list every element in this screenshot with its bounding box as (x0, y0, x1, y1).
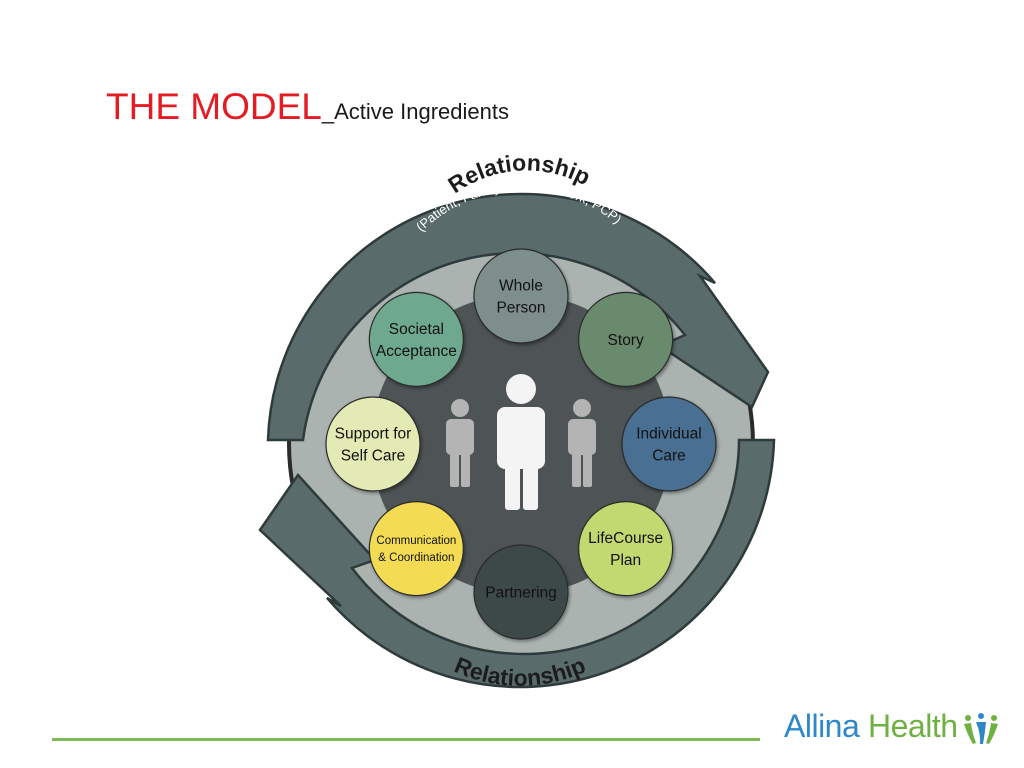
circle-whole-person-label: Whole (499, 277, 543, 294)
circle-societal-acceptance-label: Acceptance (376, 343, 457, 360)
circle-support-self-care-label: Self Care (341, 447, 406, 464)
logo-word-allina: Allina (784, 708, 860, 744)
person-right-icon (568, 399, 596, 487)
circle-communication-coordination-label: & Coordination (378, 552, 454, 564)
person-center-icon (497, 374, 545, 510)
title-main: THE MODEL (106, 86, 322, 127)
footer-divider (52, 738, 760, 741)
circle-lifecourse-plan-shape (578, 501, 674, 597)
bottom-arrow (258, 438, 776, 689)
title-sub: _Active Ingredients (321, 99, 509, 124)
circle-societal-acceptance-shape (368, 291, 464, 387)
logo-word-health: Health (868, 708, 958, 744)
circle-partnering-shape (473, 544, 569, 640)
circle-communication-coordination: Communication & Coordination (368, 501, 464, 597)
people-icon (446, 374, 596, 510)
circle-partnering: Partnering (473, 544, 569, 640)
circle-lifecourse-plan-label: Plan (610, 552, 641, 569)
people-icon (964, 713, 998, 744)
circle-individual-care-shape (621, 396, 717, 492)
top-arrow (266, 192, 770, 442)
circle-individual-care-label: Care (652, 447, 686, 464)
circle-partnering-label: Partnering (485, 584, 557, 601)
circle-whole-person-shape (473, 248, 569, 344)
circle-communication-coordination-label: Communication (376, 535, 456, 547)
circle-lifecourse-plan-label: LifeCourse (588, 530, 663, 547)
circle-story-shape (578, 291, 674, 387)
circle-support-self-care-shape (325, 396, 421, 492)
ingredient-circles: WholePersonStoryIndividualCareLifeCourse… (325, 248, 717, 640)
circle-societal-acceptance-label: Societal (389, 321, 444, 338)
circle-communication-coordination-shape (368, 501, 464, 597)
circle-individual-care-label: Individual (636, 425, 702, 442)
circle-whole-person-label: Person (496, 299, 545, 316)
circle-story-label: Story (608, 332, 644, 349)
allina-health-logo: Allina Health (784, 706, 1004, 750)
circle-support-self-care-label: Support for (335, 425, 412, 442)
page-title: THE MODEL_Active Ingredients (106, 86, 509, 128)
circle-story: Story (578, 291, 674, 387)
person-left-icon (446, 399, 474, 487)
